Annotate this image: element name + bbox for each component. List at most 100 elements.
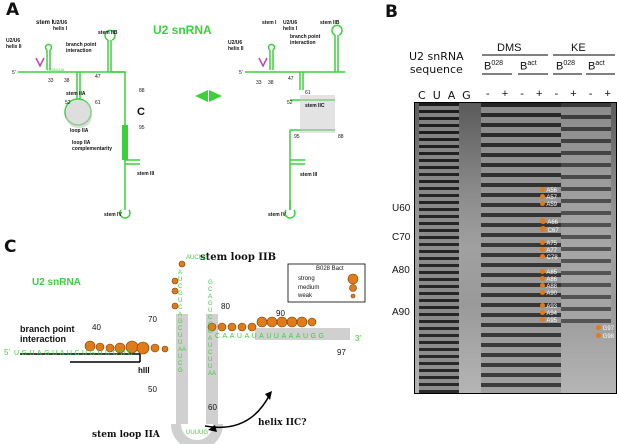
marker-a90: A90 [392, 307, 410, 318]
branch-point-label: branch point interaction [20, 324, 75, 344]
c-three-prime: 3' [355, 334, 361, 343]
left-stem-iib-label: stem IIB [98, 30, 118, 36]
right-num-47: 47 [288, 76, 294, 82]
panel-letter-a: A [6, 0, 20, 20]
legend-strong: strong [298, 276, 315, 282]
c-num-60: 60 [208, 403, 217, 412]
panel-c-title: U2 snRNA [32, 277, 81, 288]
panel-letter-c: C [4, 237, 17, 257]
gel-header-row-label: U2 snRNA sequence [409, 50, 464, 76]
hiii-label: hIII [138, 366, 150, 375]
dms-label: A59 [540, 201, 580, 208]
c-num-70: 70 [148, 315, 157, 324]
lane-g: G [462, 89, 478, 102]
dms-label: A88 [540, 283, 580, 290]
left-stem-iii-label: stem III [137, 171, 155, 177]
dms-label: A56 [540, 187, 580, 194]
left-helix-i-label: U2/U6 helix I [53, 20, 68, 32]
right-five-prime: 5' [239, 70, 243, 76]
legend-medium: medium [298, 285, 320, 291]
right-stem-iib-label: stem IIB [320, 20, 340, 26]
left-loop-iia-label: loop IIA [70, 128, 89, 134]
c-stem-right: GCAGUCGGAUCUUAA [208, 280, 217, 377]
right-num-38: 38 [268, 80, 274, 86]
ke-label: G97 [596, 325, 614, 333]
c-loop-top: AUCUG [186, 255, 208, 261]
left-seq: GUAGUA [47, 67, 65, 72]
dms-label: C78 [540, 254, 580, 261]
stem-loop-iia-label: stem loop IIA [92, 430, 160, 440]
plus-minus-row: - + - + - + - + [486, 88, 611, 100]
stem-loop-iib-label: stem loop IIB [200, 252, 277, 263]
c-num-90: 90 [276, 309, 285, 318]
legend-header: B028 Bact [316, 266, 344, 272]
c-stem-left: AUCGUCAGCUUAAUCG [178, 270, 187, 374]
right-stem-iii-label: stem III [300, 172, 318, 178]
dms-label: A94 [540, 310, 580, 317]
c-five-prime: 5' [4, 348, 10, 357]
ke-label-stack: G97 G98 [596, 325, 614, 341]
left-num-95: 95 [139, 125, 145, 131]
c-num-50: 50 [148, 385, 157, 394]
c-num-80: 80 [221, 302, 230, 311]
right-stem-i-label: stem I [262, 20, 277, 26]
c-num-40: 40 [92, 323, 101, 332]
left-num-38: 38 [64, 78, 70, 84]
right-stem-iv-label: stem IV [268, 212, 286, 218]
right-branch-label: branch point interaction [290, 34, 321, 46]
c-loop-bottom: UUUUG [186, 430, 208, 436]
marker-u60: U60 [392, 203, 411, 214]
c-num-97: 97 [337, 348, 346, 357]
panel-a-title: U2 snRNA [153, 23, 212, 37]
dms-label: A66 [540, 218, 580, 226]
left-stem-iv-label: stem IV [104, 212, 122, 218]
legend-weak: weak [298, 293, 313, 299]
dms-label: A85 [540, 269, 580, 276]
group-dms: DMS [497, 42, 522, 54]
panel-c-diagram [20, 260, 366, 444]
sub-bact-dms: Bact [520, 60, 537, 73]
lane-u: U [432, 89, 448, 102]
dms-label: A93 [540, 303, 580, 310]
right-num-33: 33 [256, 80, 262, 86]
right-helix-ii-label: U2/U6 helix II [228, 40, 244, 52]
ke-label: G98 [596, 333, 614, 341]
dms-label: A90 [540, 290, 580, 297]
left-c-label: C [137, 106, 145, 118]
left-branch-label: branch point interaction [66, 42, 97, 54]
right-helix-i-label: U2/U6 helix I [283, 20, 298, 32]
c-right-seq: CAAUAUAUUAAAUGG [215, 333, 327, 340]
marker-a80: A80 [392, 265, 410, 276]
marker-c70: C70 [392, 232, 411, 243]
right-num-61: 61 [305, 90, 311, 96]
dms-label-stack: A56 A57 A59 A66 C67 A75 A77 C78 A85 A86 … [540, 187, 580, 324]
sub-bact-ke: Bact [588, 60, 605, 73]
dms-label: A57 [540, 194, 580, 201]
right-num-95: 95 [294, 134, 300, 140]
panel-a-diagram [18, 24, 345, 219]
dms-label: C67 [540, 226, 580, 234]
left-helix-ii-label: U2/U6 helix II [6, 38, 22, 50]
right-num-88: 88 [338, 134, 344, 140]
right-num-52: 52 [287, 100, 293, 106]
left-five-prime: 5' [12, 70, 16, 76]
gel-image [414, 102, 617, 394]
left-num-33: 33 [48, 78, 54, 84]
right-stem-iic-label: stem IIC [305, 103, 325, 109]
dms-label: A77 [540, 247, 580, 254]
lane-c: C [418, 89, 433, 102]
lane-a: A [447, 89, 463, 102]
left-stem-iia-label: stem IIA [66, 91, 86, 97]
left-loop-comp-label: loop IIA complementarity [72, 140, 113, 152]
left-stem-i-label: stem I [36, 20, 54, 26]
c-left-seq: UGUAGUAUCUGUUCUU [14, 350, 136, 357]
left-num-47: 47 [95, 74, 101, 80]
dms-label: A86 [540, 276, 580, 283]
left-num-88: 88 [139, 88, 145, 94]
sequencing-lanes: CUAG [418, 89, 478, 102]
dms-label: A75 [540, 240, 580, 247]
group-ke: KE [571, 42, 586, 54]
left-num-61: 61 [95, 100, 101, 106]
dms-label: A95 [540, 317, 580, 324]
left-num-52: 52 [65, 100, 71, 106]
